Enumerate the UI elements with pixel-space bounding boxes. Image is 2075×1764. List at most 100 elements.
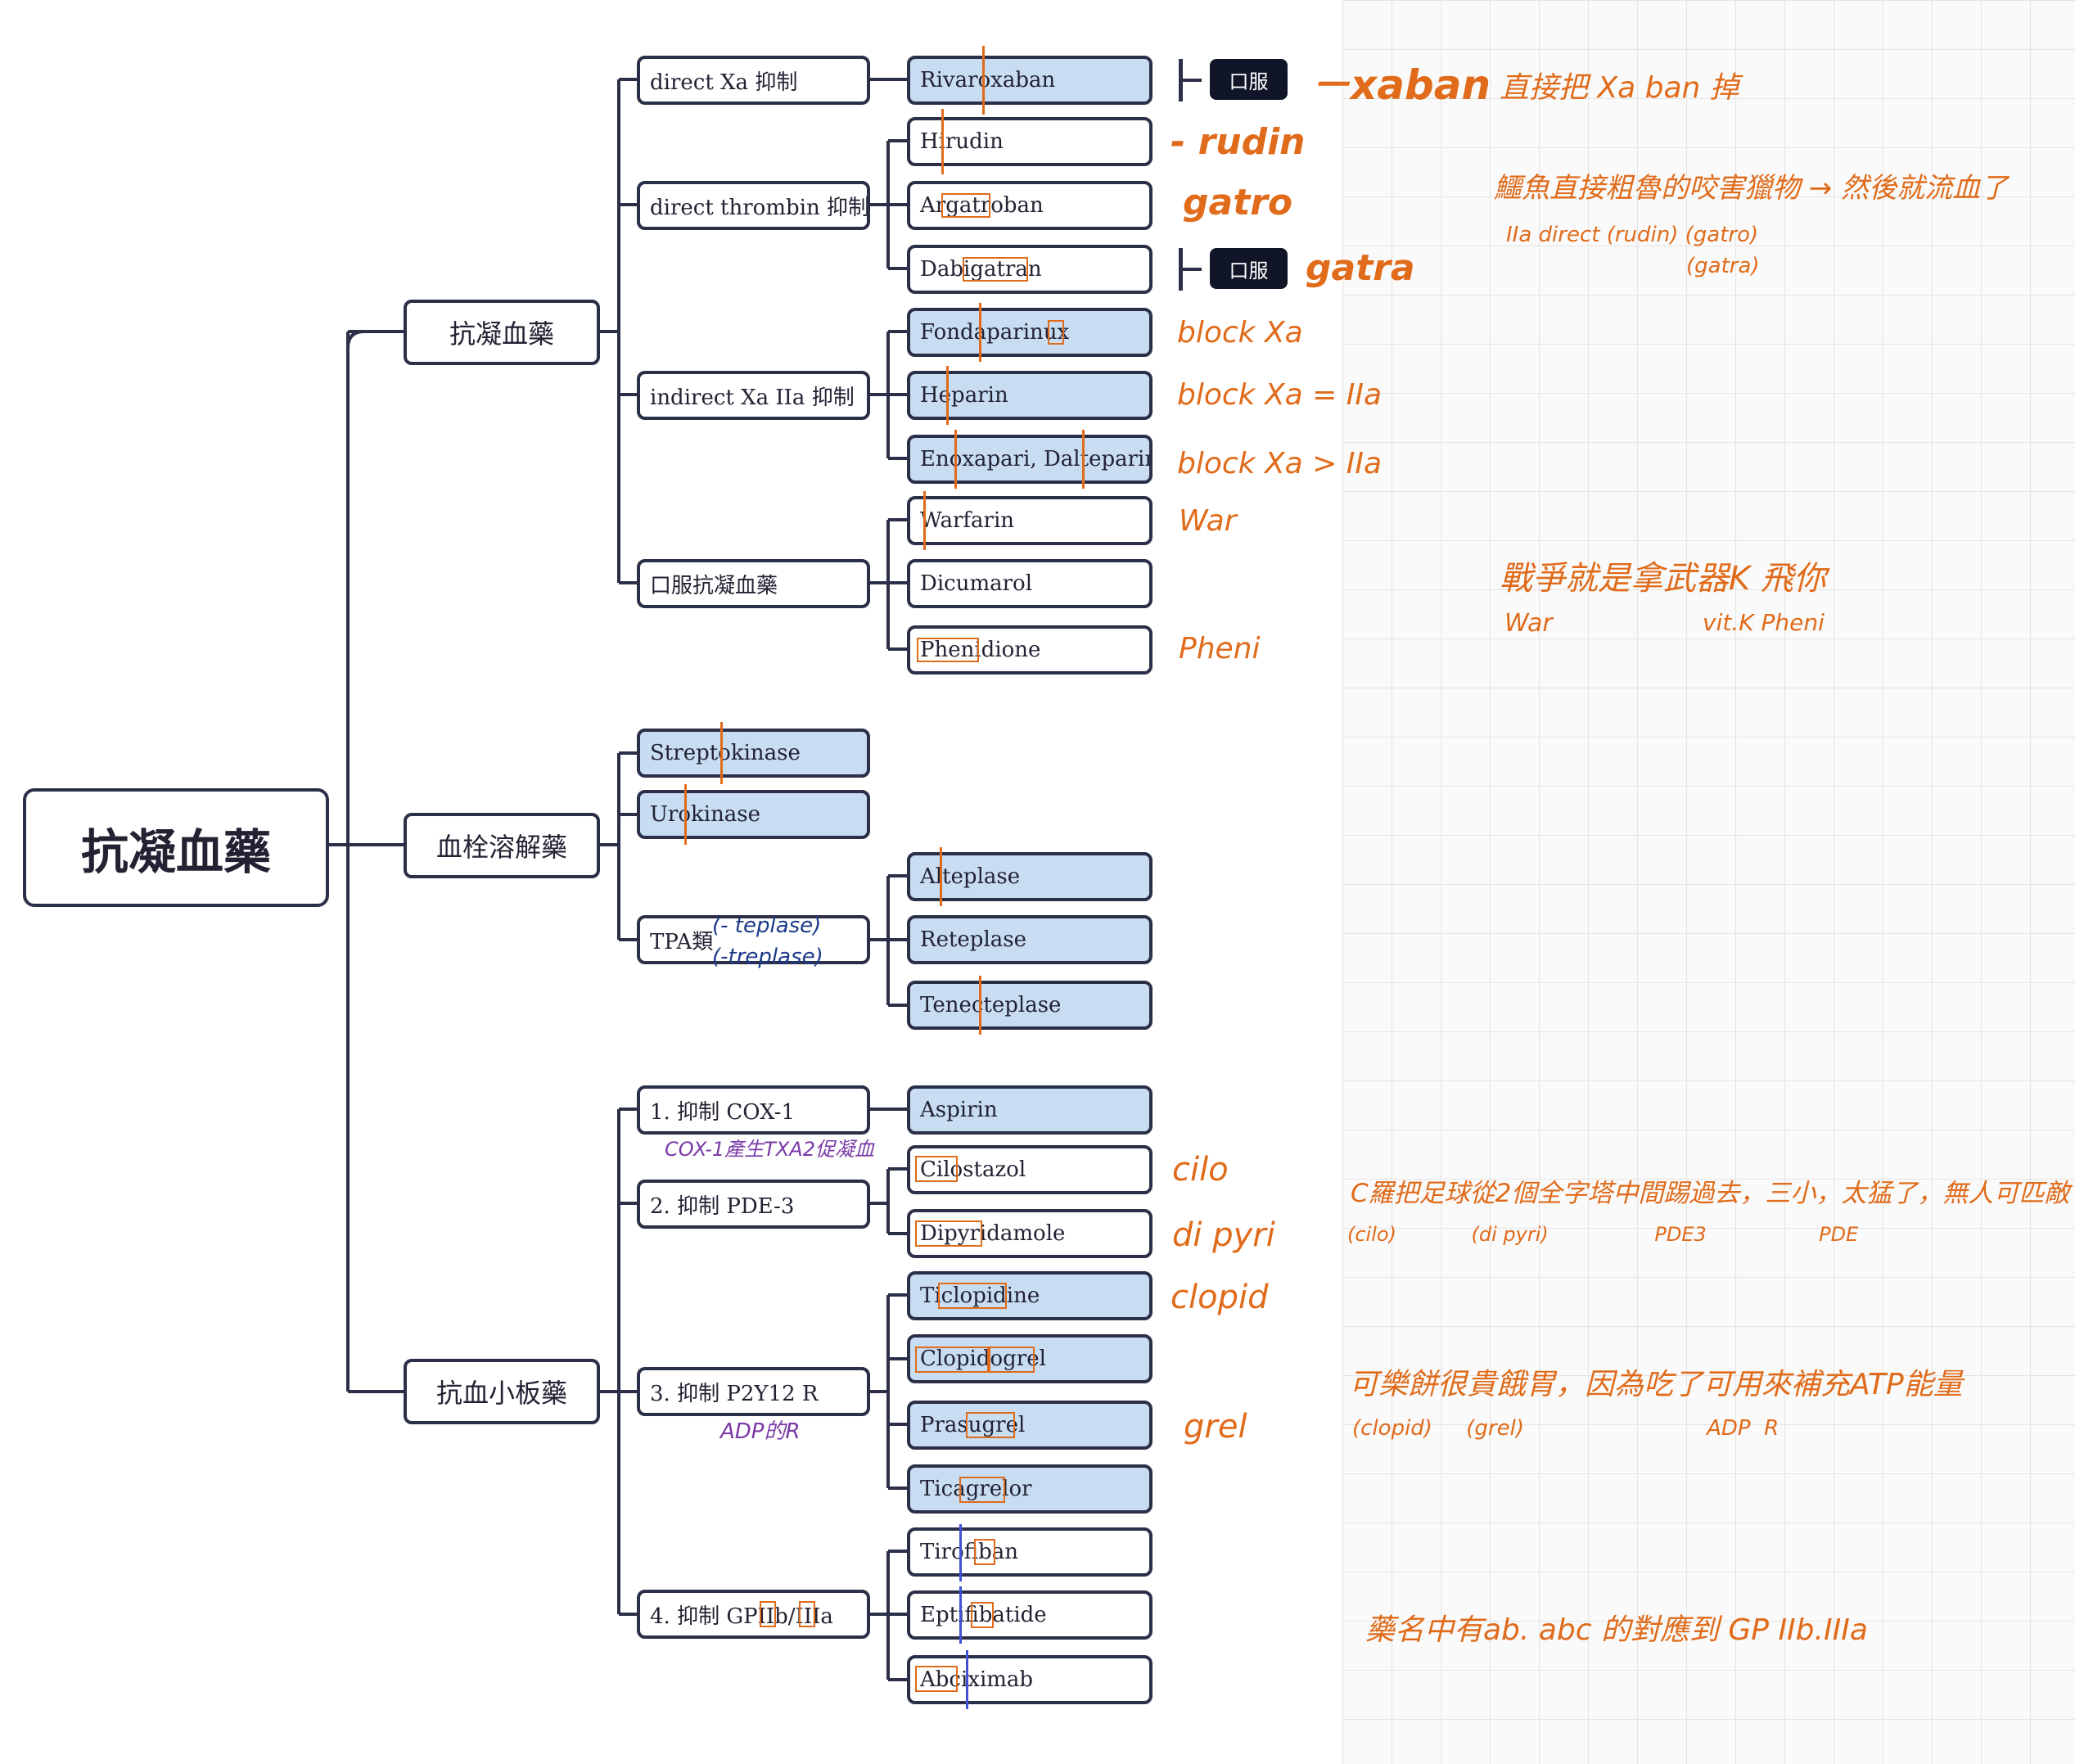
highlight-box <box>959 1477 1005 1503</box>
annotation-gatra: gatra <box>1306 247 1415 289</box>
annotation-rudin: - rudin <box>1171 121 1306 163</box>
drug-urokinase[interactable]: Urokinase <box>637 790 870 839</box>
annotation-block-xa-gt: block Xa > IIa <box>1177 447 1383 480</box>
group-indirect-xa-iia[interactable]: indirect Xa IIa 抑制 <box>637 371 870 420</box>
drug-tenecteplase[interactable]: Tenecteplase <box>907 981 1153 1030</box>
group-direct-thrombin[interactable]: direct thrombin 抑制 <box>637 181 870 230</box>
highlight-box <box>915 1347 989 1373</box>
annotation-xaban: －xaban <box>1310 61 1491 109</box>
drug-cilostazol[interactable]: Cilostazol <box>907 1145 1153 1194</box>
annotation-block-xa-eq: block Xa = IIa <box>1177 378 1383 412</box>
drug-abciximab[interactable]: Abciximab <box>907 1655 1153 1704</box>
annotation-c-sub: (cilo) (di pyri) PDE3 PDE <box>1347 1223 1859 1246</box>
drug-warfarin[interactable]: Warfarin <box>907 496 1153 545</box>
highlight-box <box>989 1347 1035 1373</box>
highlight-mark <box>946 366 949 425</box>
annotation-war-sub: War <box>1504 609 1553 638</box>
annotation-war-sub2: vit.K Pheni <box>1703 609 1825 636</box>
highlight-box <box>917 638 979 662</box>
highlight-box <box>915 1220 982 1247</box>
highlight-mark <box>941 109 944 174</box>
grid-paper <box>1342 0 2075 1764</box>
drug-aspirin[interactable]: Aspirin <box>907 1085 1153 1135</box>
annotation-teplase: (- teplase) <box>712 914 822 938</box>
highlight-mark <box>684 784 687 845</box>
drug-dabigatran[interactable]: Dabigatran <box>907 245 1153 294</box>
annotation-eel-note: 鱷魚直接粗魯的咬害獵物 → 然後就流血了 <box>1494 172 2009 205</box>
drug-tirofiban[interactable]: Tirofiban <box>907 1527 1153 1577</box>
drug-rivaroxaban[interactable]: Rivaroxaban <box>907 56 1153 105</box>
annotation-treplase: (-treplase) <box>712 945 823 969</box>
badge-connector <box>1179 268 1202 271</box>
annotation-adp: ADP的R <box>720 1419 801 1444</box>
drug-eptifibatide[interactable]: Eptifibatide <box>907 1590 1153 1640</box>
drug-ticagrelor[interactable]: Ticagrelor <box>907 1464 1153 1514</box>
drug-dicumarol[interactable]: Dicumarol <box>907 559 1153 608</box>
annotation-cilo: cilo <box>1172 1151 1229 1189</box>
highlight-mark <box>1082 430 1085 489</box>
highlight-mark <box>923 491 926 550</box>
grid-dots <box>0 1752 2075 1757</box>
annotation-xaban-note: 直接把 Xa ban 掉 <box>1500 71 1739 105</box>
highlight-mark <box>959 1524 962 1581</box>
oral-badge[interactable]: 口服 <box>1210 59 1288 100</box>
group-gp[interactable]: 4. 抑制 GPIIb/IIIa <box>637 1590 870 1639</box>
drug-enoxaparin[interactable]: Enoxapari, Dalteparin <box>907 435 1153 484</box>
drug-phenidione[interactable]: Phenidione <box>907 625 1153 674</box>
annotation-clopid-note: 可樂餅很貴餓胃，因為吃了可用來補充ATP能量 <box>1349 1368 1963 1401</box>
category-anticoagulant[interactable]: 抗凝血藥 <box>404 300 600 365</box>
annotation-clopid: clopid <box>1171 1279 1269 1316</box>
group-direct-xa[interactable]: direct Xa 抑制 <box>637 56 870 105</box>
oral-badge[interactable]: 口服 <box>1210 248 1288 289</box>
highlight-mark <box>954 430 957 489</box>
drug-dipyridamole[interactable]: Dipyridamole <box>907 1209 1153 1258</box>
annotation-eel-sub2: (gatra) <box>1686 254 1760 278</box>
highlight-mark <box>982 46 985 115</box>
highlight-mark <box>959 1586 962 1644</box>
annotation-eel-sub: IIa direct (rudin) (gatro) <box>1506 223 1759 247</box>
drug-reteplase[interactable]: Reteplase <box>907 915 1153 964</box>
annotation-cox: COX-1產生TXA2促凝血 <box>665 1138 874 1161</box>
annotation-grel: grel <box>1184 1408 1247 1446</box>
highlight-box <box>915 1156 958 1182</box>
highlight-box <box>938 1283 1007 1309</box>
highlight-box <box>966 1412 1015 1438</box>
annotation-dipyri: di pyri <box>1172 1216 1275 1254</box>
drug-alteplase[interactable]: Alteplase <box>907 852 1153 901</box>
group-cox1[interactable]: 1. 抑制 COX-1 <box>637 1085 870 1135</box>
annotation-c-note: C羅把足球從2個全字塔中間踢過去，三小，太猛了，無人可匹敵 <box>1351 1179 2070 1208</box>
annotation-gp-note: 藥名中有ab. abc 的對應到 GP IIb.IIIa <box>1365 1613 1868 1647</box>
group-p2y12[interactable]: 3. 抑制 P2Y12 R <box>637 1367 870 1416</box>
drug-prasugrel[interactable]: Prasugrel <box>907 1401 1153 1450</box>
drug-ticlopidine[interactable]: Ticlopidine <box>907 1271 1153 1320</box>
group-tpa[interactable]: TPA類 <box>637 915 870 964</box>
highlight-mark <box>966 1650 968 1709</box>
highlight-box <box>1048 320 1064 345</box>
highlight-mark <box>979 303 981 362</box>
highlight-mark <box>940 847 942 906</box>
highlight-box <box>971 1602 994 1628</box>
drug-hirudin[interactable]: Hirudin <box>907 117 1153 166</box>
annotation-block-xa: block Xa <box>1177 316 1303 350</box>
badge-connector <box>1179 79 1202 82</box>
highlight-box <box>915 1666 958 1692</box>
root-node[interactable]: 抗凝血藥 <box>23 788 329 907</box>
group-oral-anticoagulant[interactable]: 口服抗凝血藥 <box>637 559 870 608</box>
drug-argatroban[interactable]: Argatroban <box>907 181 1153 230</box>
annotation-gatro: gatro <box>1183 182 1293 223</box>
category-thrombolytic[interactable]: 血栓溶解藥 <box>404 813 600 878</box>
group-pde3[interactable]: 2. 抑制 PDE-3 <box>637 1180 870 1229</box>
highlight-box <box>974 1539 995 1565</box>
drug-streptokinase[interactable]: Streptokinase <box>637 729 870 778</box>
highlight-box <box>963 257 1028 282</box>
highlight-box <box>760 1601 776 1627</box>
annotation-pheni: Pheni <box>1179 632 1261 665</box>
highlight-mark <box>979 976 981 1035</box>
drug-fondaparinux[interactable]: Fondaparinux <box>907 308 1153 357</box>
annotation-war-note: 戰爭就是拿武器K 飛你 <box>1500 560 1826 598</box>
drug-heparin[interactable]: Heparin <box>907 371 1153 420</box>
category-antiplatelet[interactable]: 抗血小板藥 <box>404 1359 600 1424</box>
highlight-box <box>799 1601 815 1627</box>
drug-clopidogrel[interactable]: Clopidogrel <box>907 1334 1153 1383</box>
